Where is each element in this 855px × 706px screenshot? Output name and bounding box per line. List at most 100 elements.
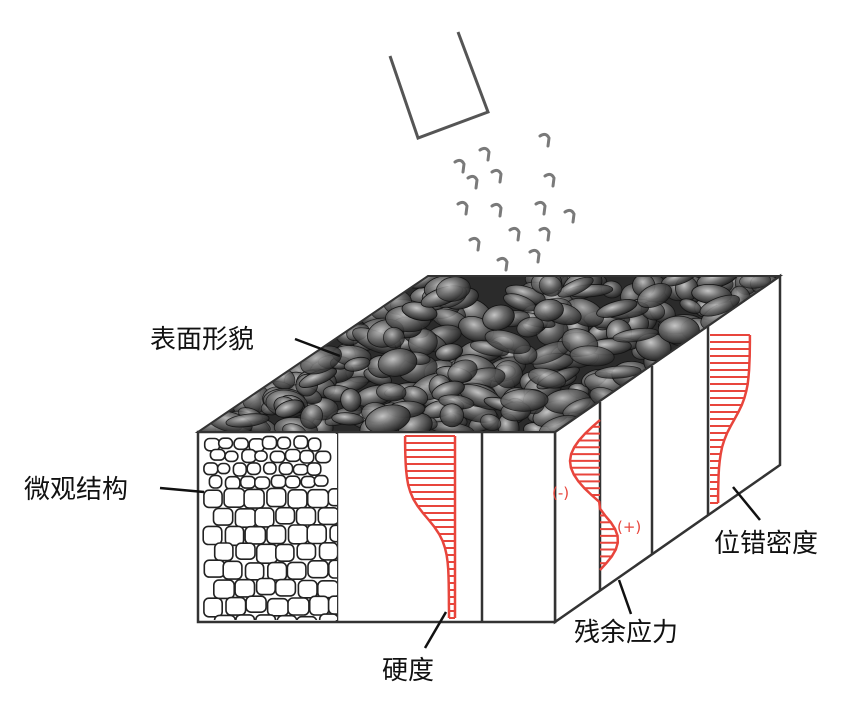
grain: [296, 542, 317, 561]
grain: [287, 524, 309, 545]
grain: [274, 578, 297, 597]
grain: [255, 614, 277, 620]
grain: [318, 542, 337, 561]
grain: [317, 507, 337, 526]
grain: [233, 437, 250, 451]
grain: [307, 559, 329, 579]
grain: [300, 475, 316, 489]
grain: [287, 597, 310, 616]
tensile-sign: (+): [617, 518, 641, 536]
grain: [295, 506, 317, 526]
grain: [329, 524, 337, 543]
grain: [243, 488, 265, 509]
grain: [203, 462, 219, 476]
grain: [262, 461, 277, 475]
grain: [239, 475, 256, 489]
grain: [224, 525, 245, 547]
grain: [314, 450, 332, 464]
grain: [222, 560, 243, 580]
shot-particle: [563, 208, 576, 224]
grain: [213, 614, 237, 620]
grain: [246, 462, 262, 476]
grain: [276, 614, 298, 620]
grain: [217, 437, 234, 450]
shot-particle: [456, 200, 469, 216]
shot-particle: [490, 202, 503, 218]
grain: [235, 614, 256, 620]
shot-particle: [496, 256, 509, 272]
grain: [241, 448, 257, 464]
grain: [274, 543, 295, 563]
grain: [275, 506, 296, 525]
grain: [276, 436, 292, 450]
grain: [266, 561, 288, 581]
shot-particle: [453, 158, 466, 174]
grain: [284, 475, 301, 489]
microstructure-leader-line: [159, 486, 205, 494]
label-surface-topography: 表面形貌: [150, 325, 254, 355]
shot-particle: [538, 132, 551, 148]
grain: [327, 488, 337, 507]
shot-particle: [528, 248, 541, 264]
grain: [266, 524, 287, 545]
grain: [216, 462, 231, 475]
grain: [266, 487, 287, 508]
falling-shot-particles: [453, 132, 576, 272]
dislocation-density-profile: [710, 334, 752, 504]
grain: [297, 579, 318, 599]
grain: [225, 596, 247, 616]
hardness-profile: [403, 435, 457, 619]
grain: [293, 435, 309, 450]
grain: [244, 562, 265, 581]
grain: [306, 488, 330, 509]
stress-leader-line: [617, 579, 633, 615]
grain: [254, 476, 271, 490]
grain: [313, 474, 329, 487]
grain: [212, 507, 234, 526]
grain: [255, 543, 278, 564]
grain: [203, 559, 226, 578]
grain: [213, 542, 234, 562]
label-residual-stress: 残余应力: [574, 618, 678, 648]
grain: [254, 450, 268, 462]
grain: [266, 597, 290, 617]
grain: [306, 462, 322, 476]
grain: [224, 475, 241, 491]
residual-stress-profile: [568, 419, 620, 571]
grain: [327, 595, 337, 615]
grain: [286, 561, 307, 581]
grain: [296, 615, 318, 620]
compressive-sign: (-): [552, 484, 569, 502]
shot-particle: [466, 174, 479, 190]
grain: [270, 474, 287, 489]
shot-particle: [508, 226, 521, 242]
grain: [245, 595, 267, 614]
grain: [299, 449, 315, 464]
grain: [235, 542, 256, 561]
dislocation-leader-line: [732, 486, 761, 521]
grain: [261, 435, 278, 450]
grain: [234, 507, 257, 528]
grain: [223, 487, 246, 509]
grain: [269, 450, 286, 464]
grain: [254, 507, 275, 528]
grain: [284, 448, 302, 463]
microstructure-grains: [200, 434, 337, 620]
surface-topography: [198, 276, 780, 432]
shot-nozzle: [388, 31, 490, 140]
grain: [203, 489, 223, 509]
label-microstructure: 微观结构: [24, 475, 128, 505]
grain: [255, 577, 277, 596]
label-hardness: 硬度: [382, 656, 434, 686]
grain: [317, 580, 337, 599]
shot-particle: [534, 200, 547, 216]
grain: [287, 488, 308, 509]
grain: [224, 450, 239, 463]
grain: [306, 523, 328, 545]
grain: [232, 462, 247, 477]
grain: [308, 595, 330, 616]
grain: [328, 559, 337, 579]
shot-particle: [478, 146, 491, 162]
